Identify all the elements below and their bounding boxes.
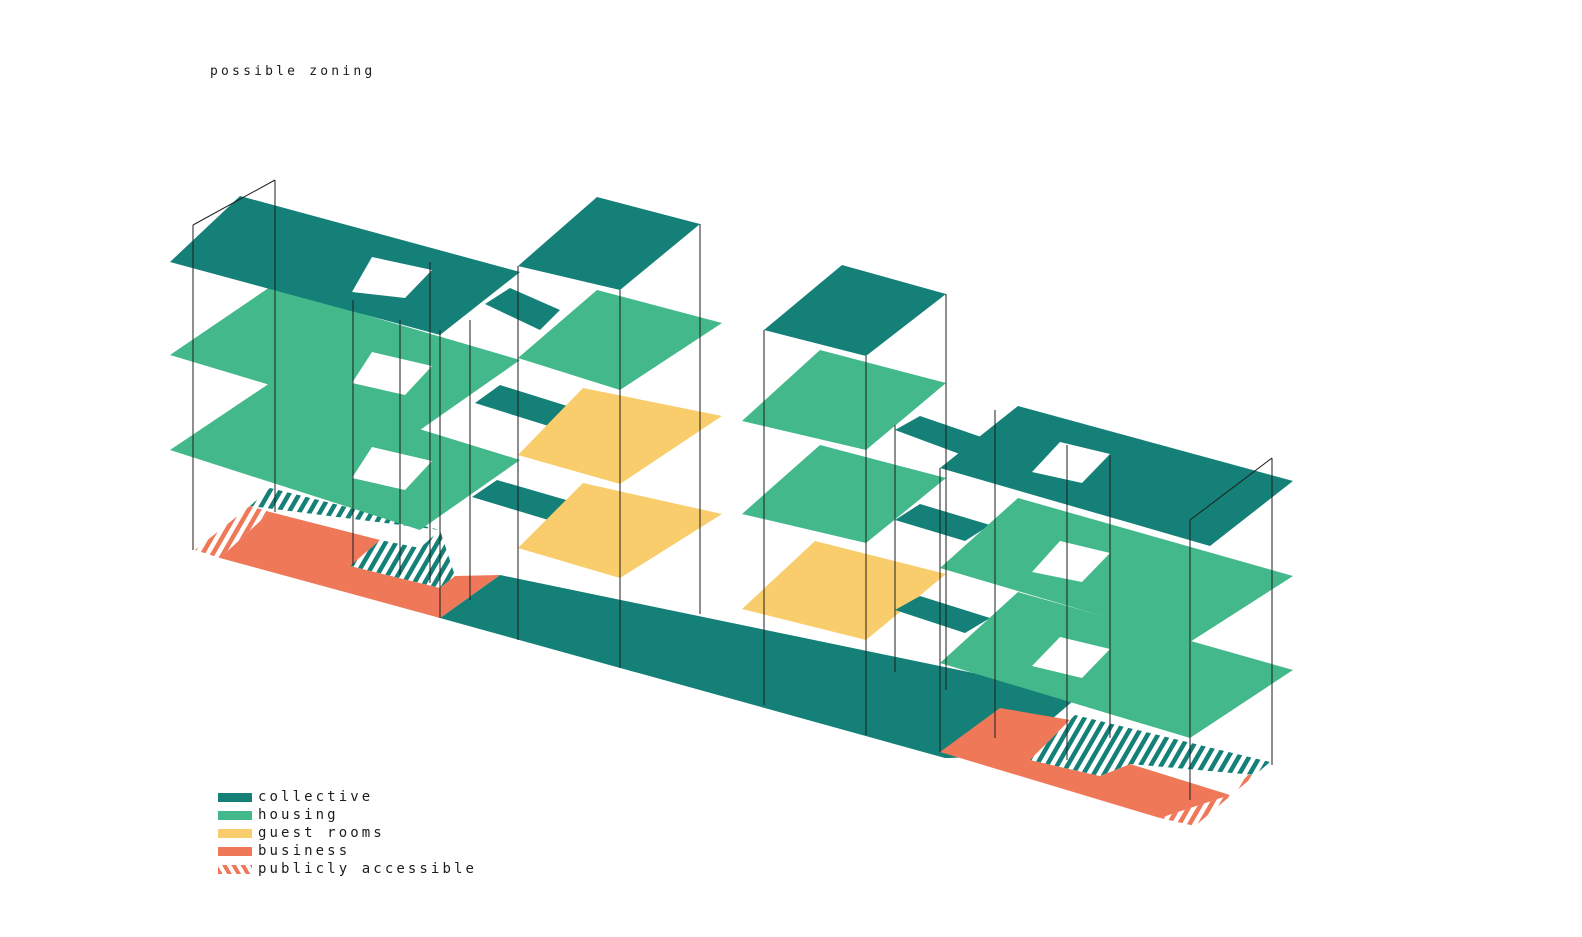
left-building (170, 196, 520, 530)
legend-swatch-publicly-accessible (218, 864, 252, 874)
structure-lines (192, 179, 1273, 800)
bridge-mid-left (475, 385, 580, 428)
legend-item-collective: collective (218, 788, 477, 806)
legend-item-publicly-accessible: publicly accessible (218, 860, 477, 878)
middle-tower-guest (742, 541, 946, 640)
legend-label-guest-rooms: guest rooms (258, 825, 385, 841)
structure-line-2 (192, 179, 276, 226)
left-floor2-void (352, 352, 432, 395)
right-public-hatch-orange (1160, 775, 1255, 826)
left-building-ground-floor (195, 488, 500, 618)
bridge-low-right (895, 596, 990, 633)
right-roof-void (1032, 442, 1110, 483)
legend-label-collective: collective (258, 789, 374, 805)
left-floor3-void (352, 447, 432, 490)
left-tower-roof-collective (518, 197, 700, 290)
left-floor-2-housing (170, 287, 520, 430)
legend-swatch-business (218, 846, 252, 856)
legend-item-guest-rooms: guest rooms (218, 824, 477, 842)
legend-item-business: business (218, 842, 477, 860)
middle-tower-floor-housing-2 (742, 445, 946, 543)
ground-collective-strip (440, 575, 1080, 758)
left-floor-3-housing (170, 383, 520, 530)
right-floor3-void (1032, 637, 1110, 678)
middle-tower (742, 265, 946, 640)
bridge-mid-right (895, 504, 990, 541)
left-business-floor (220, 512, 500, 618)
legend-label-publicly-accessible: publicly accessible (258, 861, 478, 877)
legend: collective housing guest rooms business … (218, 788, 477, 878)
left-public-hatch-orange (195, 506, 270, 558)
right-public-hatch-teal (1030, 715, 1270, 776)
right-floor-2-housing (940, 498, 1293, 642)
middle-tower-roof-collective (764, 265, 946, 356)
left-roof-void (352, 257, 432, 298)
right-floor-3-housing (940, 592, 1293, 738)
structure-line-19 (1189, 457, 1273, 521)
legend-item-housing: housing (218, 806, 477, 824)
left-roof-collective (170, 196, 520, 335)
right-ground-business (940, 708, 1230, 818)
diagram-title: possible zoning (210, 64, 376, 79)
right-floor2-void (1032, 541, 1110, 582)
legend-label-business: business (258, 843, 351, 859)
legend-label-housing: housing (258, 807, 339, 823)
bridge-upper-right (895, 416, 990, 456)
bridge-upper-left (485, 288, 560, 330)
legend-swatch-guest-rooms (218, 828, 252, 838)
right-roof-collective (940, 406, 1293, 546)
legend-swatch-housing (218, 810, 252, 820)
right-building (940, 406, 1293, 826)
legend-swatch-collective (218, 792, 252, 802)
bridge-low-left (472, 480, 580, 522)
left-public-hatch-teal (250, 488, 455, 588)
